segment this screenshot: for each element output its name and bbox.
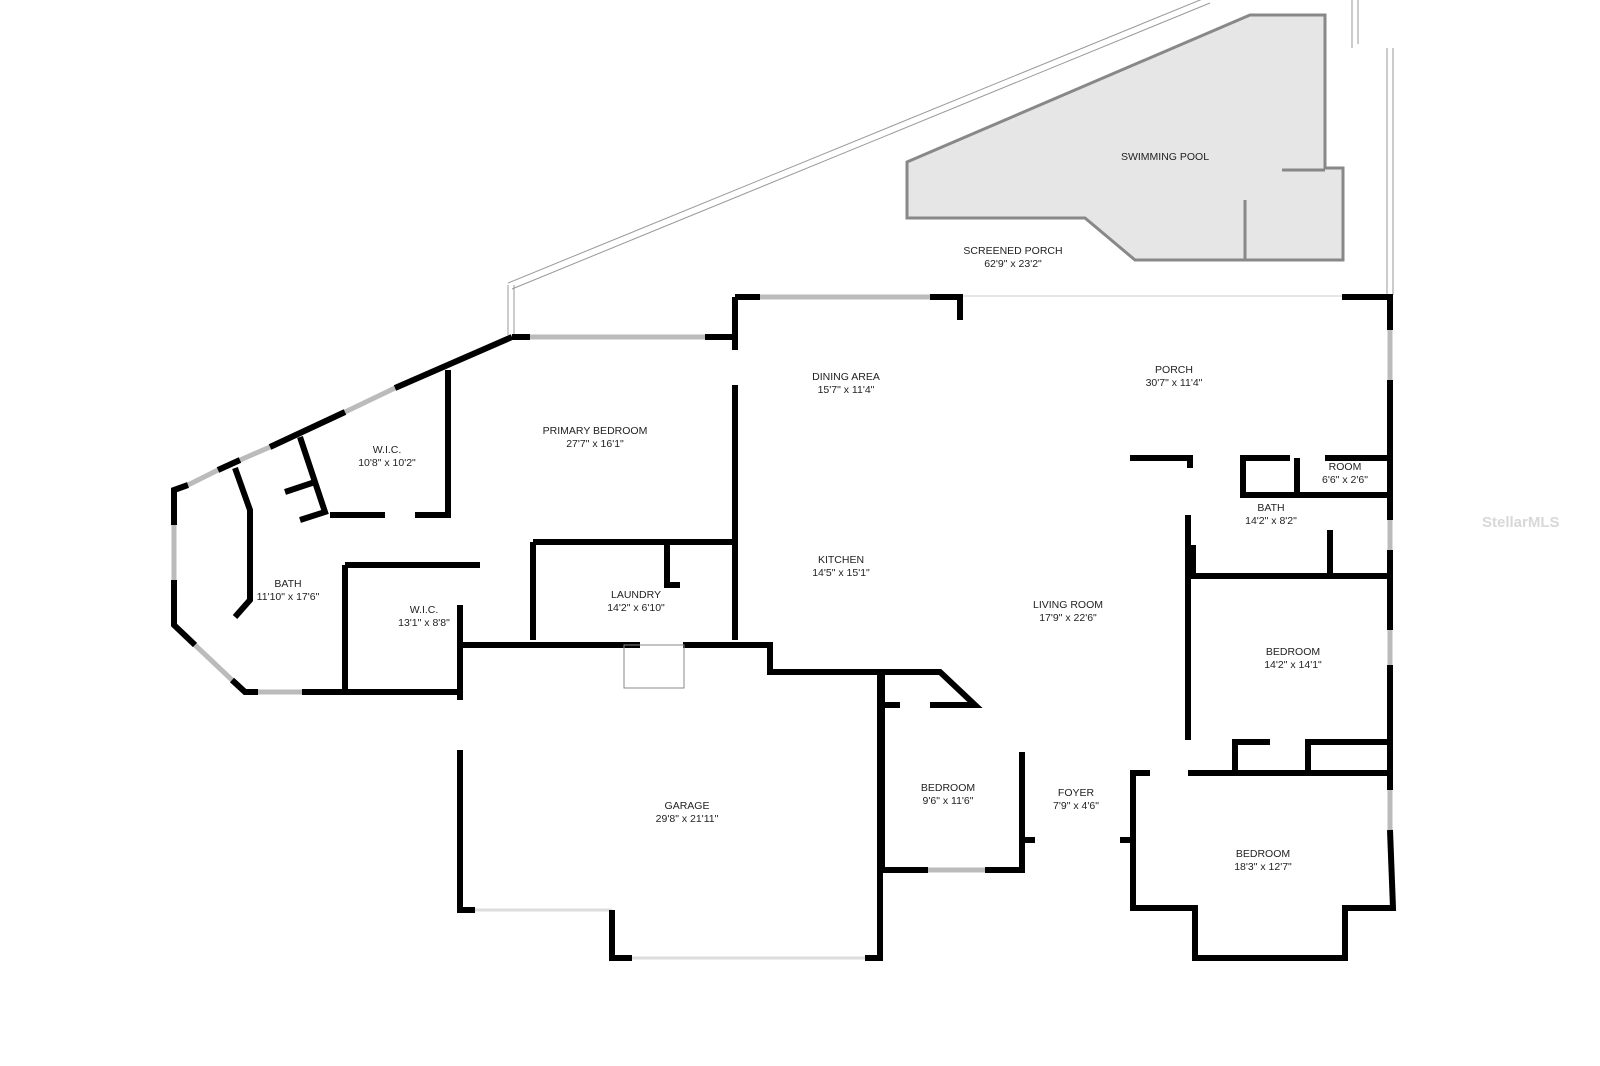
- pool-steps: [1243, 168, 1325, 260]
- fireplace: [623, 644, 685, 689]
- watermark: StellarMLS: [1482, 514, 1560, 531]
- swimming-pool: [905, 13, 1345, 262]
- room-label-wic-2: W.I.C.13'1" x 8'8": [398, 604, 450, 629]
- windows: [171, 294, 1393, 961]
- room-label-wic-1: W.I.C.10'8" x 10'2": [358, 444, 416, 469]
- room-label-swimming-pool: SWIMMING POOL: [1120, 151, 1210, 163]
- walls: [171, 294, 1397, 961]
